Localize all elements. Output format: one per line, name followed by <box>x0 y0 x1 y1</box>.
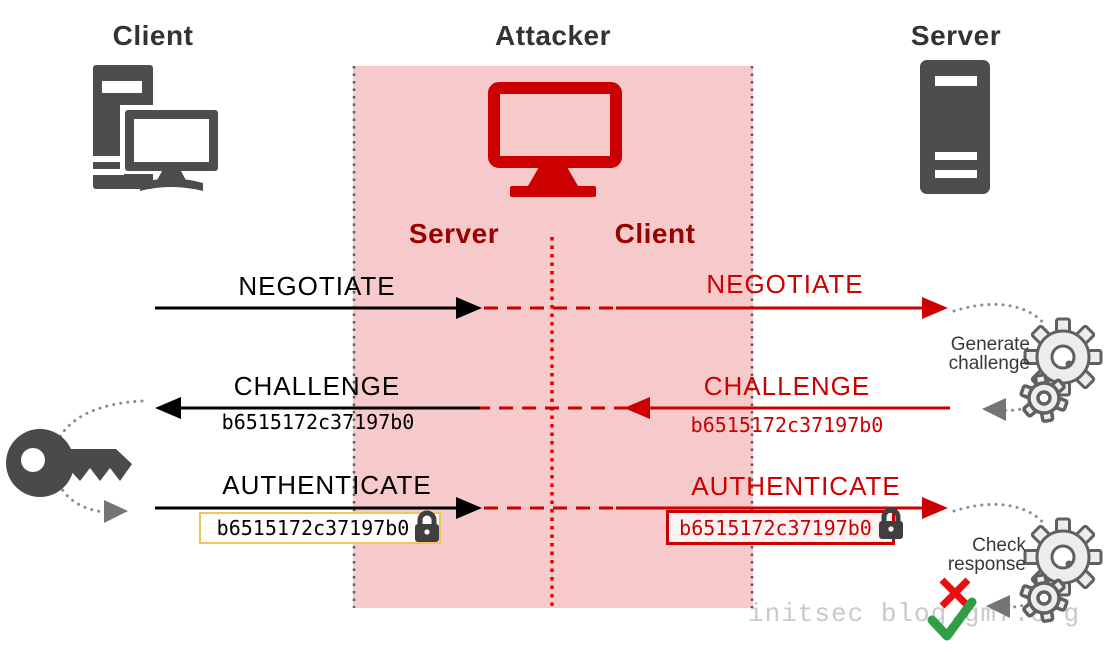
check-response-line2: response <box>947 554 1026 575</box>
server-title: Server <box>910 20 1002 51</box>
authenticate-value-right: b6515172c37197b0 <box>679 515 872 540</box>
server-tower-icon <box>920 60 990 194</box>
generate-challenge-note: Generate challenge <box>949 335 1030 373</box>
authenticate-response-box-relayed: b6515172c37197b0 <box>666 510 895 545</box>
challenge-value-right: b6515172c37197b0 <box>690 413 884 437</box>
lock-icon-client <box>415 510 439 542</box>
challenge-label-left: CHALLENGE <box>233 371 401 401</box>
key-loop-arrow <box>52 399 144 523</box>
attacker-title: Attacker <box>494 20 612 51</box>
watermark: initsec blog.gm7.org <box>748 599 1081 629</box>
authenticate-response-box-client: b6515172c37197b0 <box>199 512 441 544</box>
negotiate-label-right: NEGOTIATE <box>706 269 864 299</box>
attacker-role-server: Server <box>408 218 500 249</box>
negotiate-label-left: NEGOTIATE <box>238 271 396 301</box>
attacker-monitor-icon <box>488 82 622 197</box>
challenge-value-left: b6515172c37197b0 <box>221 410 415 434</box>
authenticate-label-left: AUTHENTICATE <box>222 470 432 500</box>
client-title: Client <box>112 20 194 51</box>
authenticate-value-left: b6515172c37197b0 <box>216 516 410 540</box>
lock-icon-relayed <box>879 507 903 539</box>
key-icon <box>6 429 132 497</box>
challenge-label-right: CHALLENGE <box>703 371 871 401</box>
authenticate-label-right: AUTHENTICATE <box>691 471 901 501</box>
generate-challenge-line2: challenge <box>948 353 1030 374</box>
check-response-line1: Check <box>972 535 1026 556</box>
attacker-role-client: Client <box>614 218 696 249</box>
generate-challenge-line1: Generate <box>950 334 1030 355</box>
check-response-note: Check response <box>948 536 1026 574</box>
client-computer-icon <box>93 65 220 191</box>
